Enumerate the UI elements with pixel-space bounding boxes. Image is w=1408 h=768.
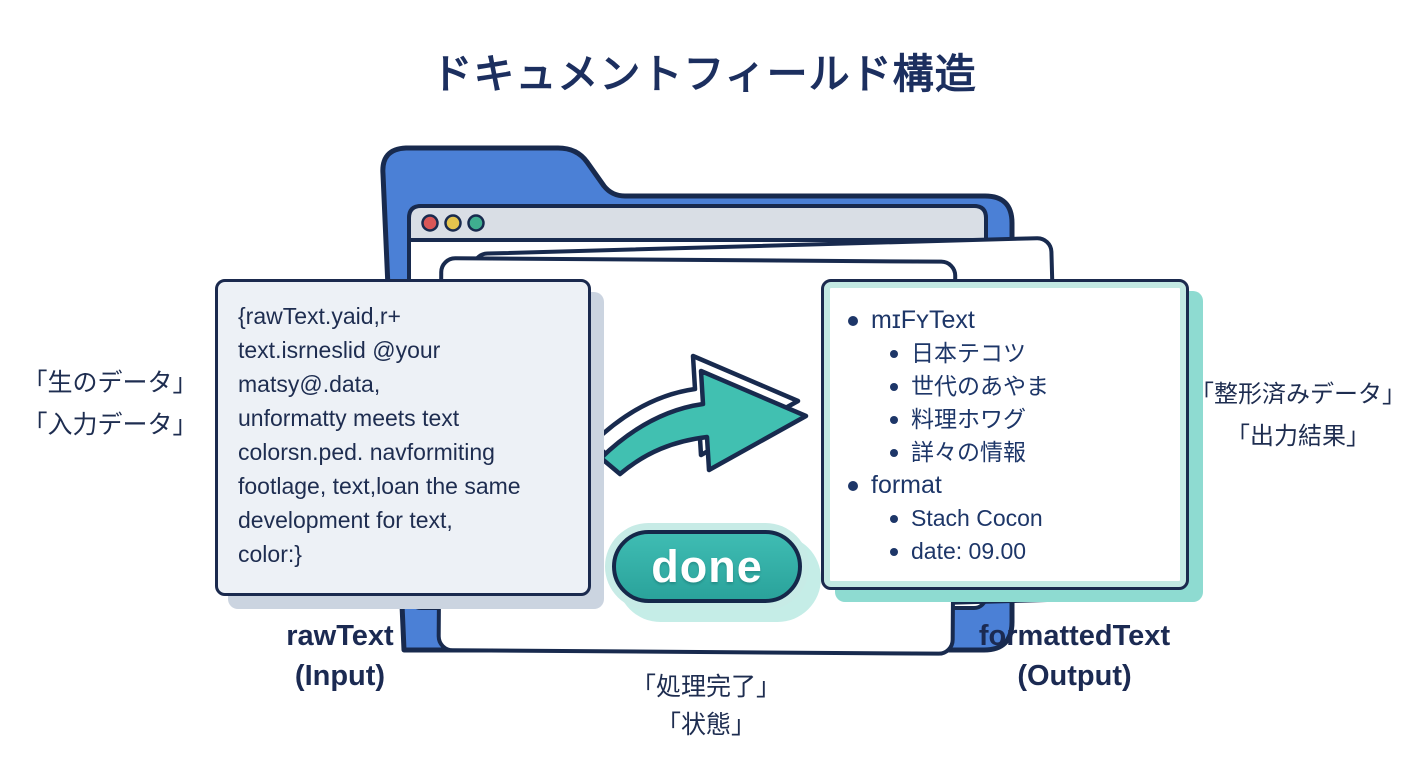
label-line: 「出力結果」 xyxy=(1226,423,1370,450)
raw-text-card: {rawText.yaid,r+ text.isrneslid @your ma… xyxy=(215,279,591,596)
traffic-light-red-icon xyxy=(421,214,439,232)
bullet-icon xyxy=(890,415,898,424)
bullet-icon xyxy=(848,315,858,326)
done-button-label: done xyxy=(651,540,763,592)
list-item: Stach Cocon xyxy=(890,502,1168,535)
done-caption: 「処理完了」 「状態」 xyxy=(598,668,814,744)
bullet-icon xyxy=(890,547,898,556)
list-item: date: 09.00 xyxy=(890,535,1168,568)
list-item-label: format xyxy=(871,471,942,499)
caption-line: 「状態」 xyxy=(655,711,756,739)
list-item-label: 世代のあやま xyxy=(911,373,1049,399)
raw-text-line: matsy@.data, xyxy=(238,371,381,397)
caption-line: formattedText xyxy=(978,620,1171,652)
formatted-text-caption: formattedText (Output) xyxy=(952,616,1197,696)
bullet-icon xyxy=(890,514,898,523)
formatted-text-card: mɪFʏText 日本テコツ 世代のあやま 料理ホワグ 詳々の情報 format… xyxy=(821,279,1189,590)
browser-titlebar xyxy=(407,204,988,242)
list-item: 日本テコツ xyxy=(890,337,1168,370)
caption-line: rawText xyxy=(286,620,394,652)
list-item-label: 料理ホワグ xyxy=(911,406,1026,432)
output-data-label: 「整形済みデータ」 「出力結果」 xyxy=(1188,374,1408,458)
list-item: 世代のあやま xyxy=(890,370,1168,403)
list-item-label: 日本テコツ xyxy=(911,340,1026,366)
label-line: 「整形済みデータ」 xyxy=(1190,381,1406,408)
bullet-icon xyxy=(890,382,898,391)
bullet-icon xyxy=(890,448,898,457)
raw-text-line: colorsn.ped. navformiting xyxy=(238,439,495,465)
raw-text-line: color:} xyxy=(238,541,302,567)
caption-line: (Output) xyxy=(1017,660,1132,692)
arrow-icon xyxy=(598,368,809,477)
caption-line: 「処理完了」 xyxy=(630,673,781,701)
input-data-label: 「生のデータ」 「入力データ」 xyxy=(8,362,212,446)
traffic-light-yellow-icon xyxy=(444,214,462,232)
raw-text-line: unformatty meets text xyxy=(238,405,460,431)
bullet-icon xyxy=(890,349,898,358)
list-item-label: mɪFʏText xyxy=(871,306,975,334)
list-item-label: 詳々の情報 xyxy=(911,439,1026,465)
list-item: format xyxy=(848,469,1168,502)
raw-text-line: footlage, text,loan the same xyxy=(238,473,521,499)
done-button[interactable]: done xyxy=(612,530,802,603)
raw-text-line: text.isrneslid @your xyxy=(238,337,441,363)
raw-text-line: development for text, xyxy=(238,507,453,533)
label-line: 「生のデータ」 xyxy=(22,369,198,397)
list-item: mɪFʏText xyxy=(848,304,1168,337)
caption-line: (Input) xyxy=(294,660,386,692)
traffic-light-green-icon xyxy=(467,214,485,232)
list-item: 料理ホワグ xyxy=(890,403,1168,436)
list-item: 詳々の情報 xyxy=(890,436,1168,469)
page-title: ドキュメントフィールド構造 xyxy=(431,51,977,97)
label-line: 「入力データ」 xyxy=(22,411,198,439)
list-item-label: date: 09.00 xyxy=(911,538,1027,564)
bullet-icon xyxy=(848,480,858,491)
raw-text-caption: rawText (Input) xyxy=(240,616,440,696)
raw-text-line: {rawText.yaid,r+ xyxy=(238,303,401,329)
list-item-label: Stach Cocon xyxy=(911,505,1043,531)
